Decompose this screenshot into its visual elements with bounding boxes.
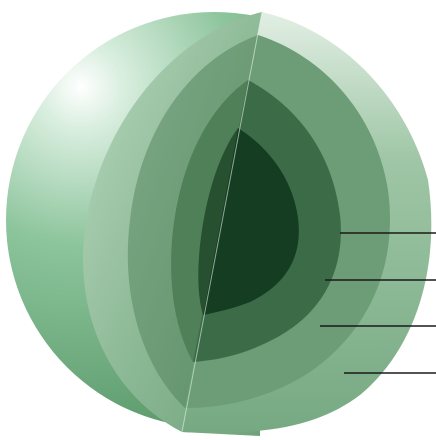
sphere-svg bbox=[0, 0, 436, 440]
sphere-layers-diagram bbox=[0, 0, 436, 440]
